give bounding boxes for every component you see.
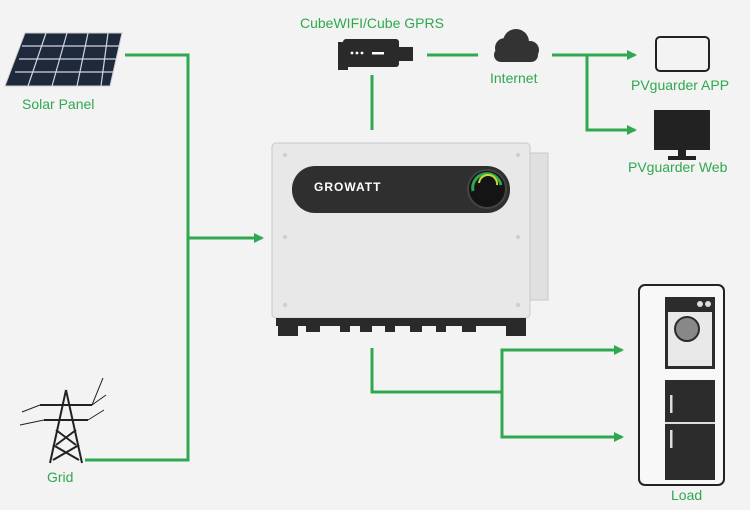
load-label: Load — [671, 487, 703, 503]
pvguarder-app-label: PVguarder APP — [631, 77, 730, 93]
cloud-icon — [494, 29, 539, 62]
inverter-front-panel — [292, 166, 510, 213]
inverter-brand-logo: GROWATT — [314, 180, 382, 194]
washing-machine-icon — [665, 297, 715, 369]
cube-dongle-icon — [338, 39, 413, 70]
solar-panel-label: Solar Panel — [22, 96, 95, 112]
grid-label: Grid — [47, 469, 74, 485]
refrigerator-icon — [665, 380, 715, 480]
internet-label: Internet — [490, 70, 538, 86]
tablet-icon — [655, 36, 710, 72]
load-branch-bottom-line — [500, 392, 624, 442]
solar-to-inverter-line — [125, 53, 264, 243]
cube-label: CubeWIFI/Cube GPRS — [300, 15, 444, 31]
transmission-tower-icon — [19, 377, 107, 464]
inverter-image — [271, 142, 549, 336]
inverter-to-load-line — [370, 348, 502, 394]
pvguarder-web-label: PVguarder Web — [628, 159, 728, 175]
grid-to-bus-line — [85, 238, 190, 462]
solar-panel-icon — [4, 32, 123, 87]
connection-lines — [85, 50, 637, 462]
internet-to-web-line — [585, 55, 637, 135]
monitor-icon — [654, 110, 710, 160]
load-enclosure — [638, 284, 725, 486]
load-branch-top-line — [500, 345, 624, 392]
